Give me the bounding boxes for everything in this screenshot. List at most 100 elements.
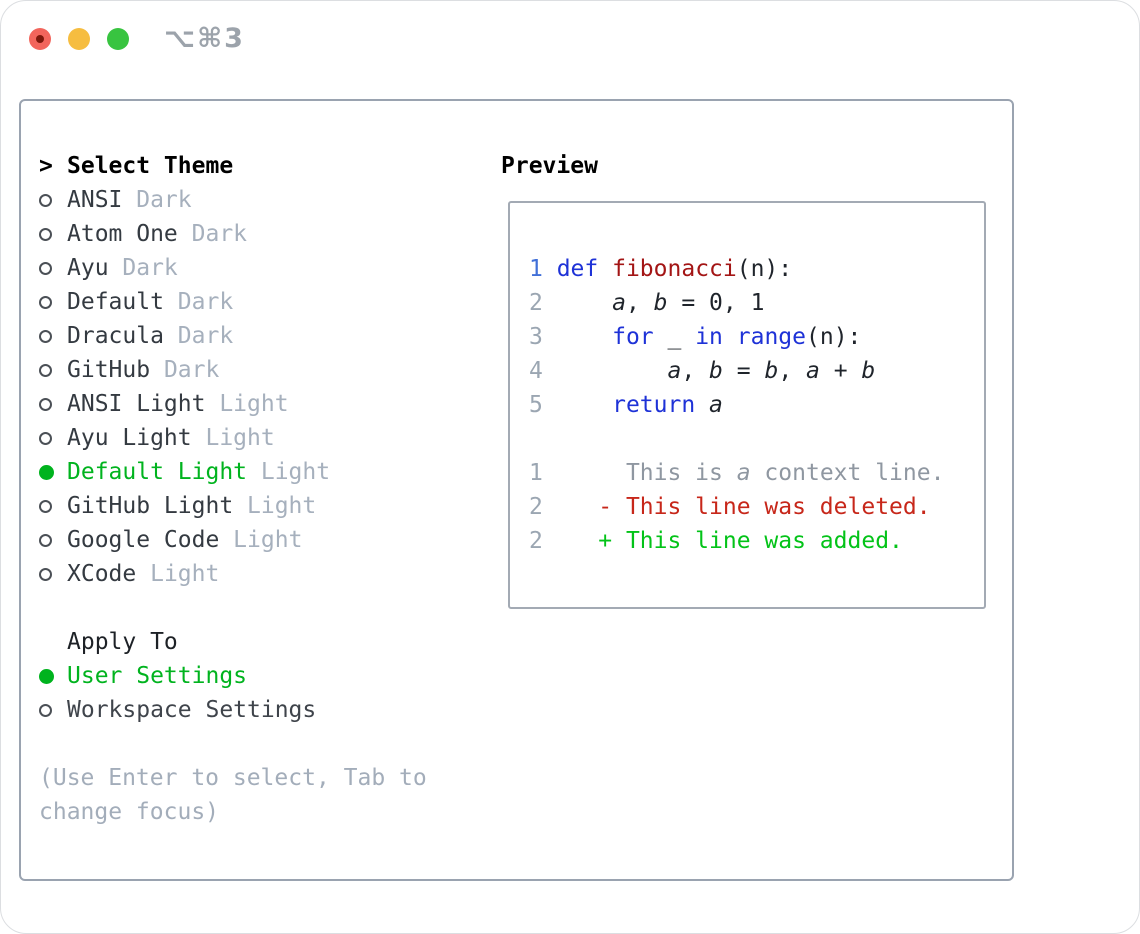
theme-item[interactable]: Ayu Dark [39,251,484,285]
theme-item[interactable]: GitHub Light Light [39,489,484,523]
code-token: , [625,290,654,316]
line-number: 3 [529,324,557,350]
theme-item-text: ANSI Light Light [67,391,289,417]
code-token: , [681,358,710,384]
code-token: = [722,358,765,384]
code-line: 2 + This line was added. [529,524,984,558]
code-token [557,494,599,520]
theme-item[interactable]: Google Code Light [39,523,484,557]
radio-icon [39,227,67,241]
apply-option[interactable]: User Settings [39,659,484,693]
theme-variant: Dark [163,289,234,315]
theme-item[interactable]: Default Light Light [39,455,484,489]
theme-item[interactable]: XCode Light [39,557,484,591]
radio-icon [39,431,67,445]
theme-variant: Dark [122,187,192,213]
theme-item-text: Atom One Dark [67,221,247,247]
code-token: fibonacci [612,256,737,282]
theme-variant: Light [247,459,331,485]
code-token [557,358,668,384]
theme-name: ANSI Light [67,391,206,417]
code-line: 2 a, b = 0, 1 [529,286,984,320]
theme-item[interactable]: Atom One Dark [39,217,484,251]
theme-item-text: Ayu Light Light [67,425,275,451]
theme-name: Default Light [67,459,248,485]
theme-variant: Dark [163,323,234,349]
code-token: = 0, 1 [667,290,765,316]
code-token: a [736,460,751,486]
theme-name: Dracula [67,323,164,349]
code-token: return [612,392,696,418]
theme-item[interactable]: GitHub Dark [39,353,484,387]
radio-icon [39,261,67,275]
code-token [557,528,599,554]
preview-title: Preview [501,153,598,179]
code-token: b [764,358,779,384]
window-title: ⌥⌘3 [164,23,245,54]
minimize-button[interactable] [68,28,90,50]
line-number: 2 [529,528,557,554]
code-token: + This line was added. [598,528,903,554]
line-number: 5 [529,392,557,418]
code-line: 4 a, b = b, a + b [529,354,984,388]
radio-selected-icon [39,464,67,480]
code-token: a [806,358,820,384]
theme-item[interactable]: ANSI Dark [39,183,484,217]
code-token: _ [653,324,696,350]
theme-name: GitHub [67,357,151,383]
line-number: 2 [529,290,557,316]
close-button[interactable] [29,28,51,50]
radio-icon [39,533,67,547]
apply-option-label: User Settings [67,663,248,689]
line-number: 2 [529,494,557,520]
select-theme-title: Select Theme [67,153,234,179]
code-token: for [612,324,654,350]
theme-item[interactable]: Dracula Dark [39,319,484,353]
code-token [557,290,612,316]
maximize-button[interactable] [107,28,129,50]
code-token [723,324,737,350]
theme-item-text: Dracula Dark [67,323,233,349]
theme-variant: Light [136,561,220,587]
code-token: + [819,358,862,384]
line-number: 4 [529,358,557,384]
theme-item-text: Ayu Dark [67,255,178,281]
code-line: 1 This is a context line. [529,456,984,490]
radio-icon [39,499,67,513]
radio-icon [39,397,67,411]
theme-item-text: Default Dark [67,289,233,315]
line-number: 1 [529,460,557,486]
theme-item-text: ANSI Dark [67,187,192,213]
spacer [39,591,484,625]
theme-item[interactable]: Ayu Light Light [39,421,484,455]
apply-to-title: Apply To [67,629,178,655]
cursor-caret: > [39,153,53,179]
code-token: a [709,392,723,418]
theme-item[interactable]: ANSI Light Light [39,387,484,421]
code-token: b [861,358,876,384]
theme-item[interactable]: Default Dark [39,285,484,319]
line-number [529,426,557,452]
code-token: def [556,256,599,282]
code-token: a [612,290,626,316]
theme-variant: Light [233,493,317,519]
code-line: 3 for _ in range(n): [529,320,984,354]
code-token: range [736,324,806,350]
radio-icon [39,567,67,581]
theme-item-text: GitHub Light Light [67,493,316,519]
theme-variant: Light [205,391,289,417]
code-token: - This line was deleted. [598,494,931,520]
code-token [557,392,612,418]
code-token: This is [556,460,737,486]
code-token: b [653,290,668,316]
theme-variant: Dark [150,357,220,383]
apply-option[interactable]: Workspace Settings [39,693,484,727]
theme-variant: Light [191,425,275,451]
theme-item-text: Default Light Light [67,459,330,485]
radio-icon [39,363,67,377]
window-titlebar: ⌥⌘3 [1,1,1139,77]
